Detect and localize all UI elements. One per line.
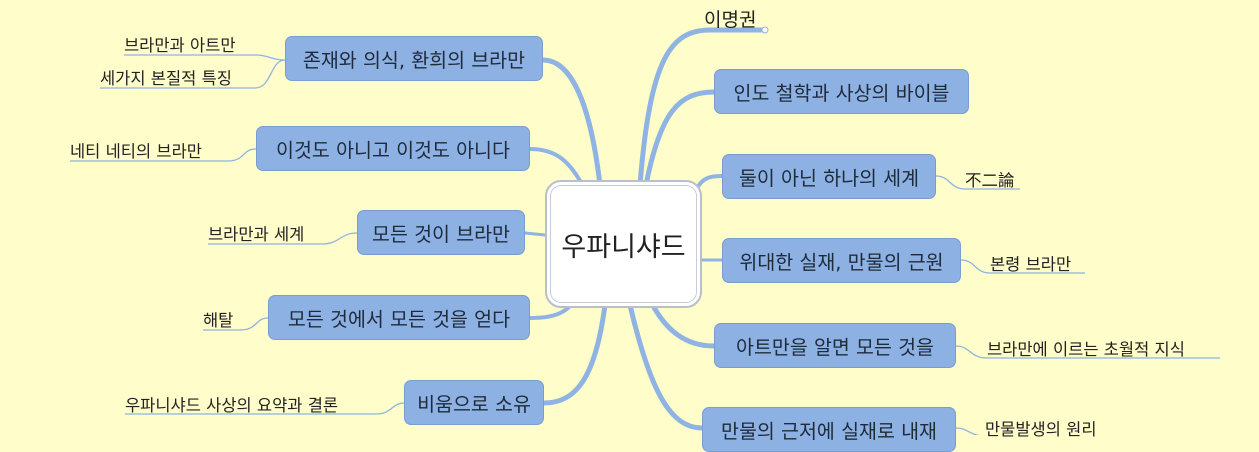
subtopic-transcendent-knowledge[interactable]: 브라만에 이르는 초월적 지식 xyxy=(987,340,1185,359)
link-center-l0 xyxy=(540,57,603,188)
subtopic-brahman-atman[interactable]: 브라만과 아트만 xyxy=(124,36,236,55)
central-topic[interactable]: 우파니샤드 xyxy=(545,180,702,308)
topic-all-is-brahman[interactable]: 모든 것이 브라만 xyxy=(357,210,525,255)
topic-knowing-atman[interactable]: 아트만을 알면 모든 것을 xyxy=(714,323,956,368)
subtopic-summary-conclusion[interactable]: 우파니샤드 사상의 요약과 결론 xyxy=(125,396,339,415)
topic-possess-by-emptying[interactable]: 비움으로 소유 xyxy=(404,380,544,425)
subtopic-neti-neti-brahman[interactable]: 네티 네티의 브라만 xyxy=(70,142,202,161)
central-topic-label: 우파니샤드 xyxy=(561,231,686,263)
link-center-r1 xyxy=(642,89,717,193)
topic-non-dual-world[interactable]: 둘이 아닌 하나의 세계 xyxy=(722,154,936,199)
topic-author[interactable]: 이명권 xyxy=(704,9,757,31)
link-center-r0 xyxy=(637,27,768,188)
link-center-r5 xyxy=(627,302,705,431)
link-center-l4 xyxy=(541,302,608,406)
link-center-l2 xyxy=(523,231,547,237)
topic-great-reality[interactable]: 위대한 실재, 만물의 근원 xyxy=(722,238,961,283)
subtopic-brahman-world[interactable]: 브라만과 세계 xyxy=(208,225,305,244)
topic-immanent-reality[interactable]: 만물의 근저에 실재로 내재 xyxy=(702,407,956,452)
topic-indian-philosophy-bible[interactable]: 인도 철학과 사상의 바이블 xyxy=(714,69,969,114)
link-center-r4 xyxy=(647,297,717,349)
topic-being-consciousness-bliss[interactable]: 존재와 의식, 환희의 브라만 xyxy=(285,36,543,81)
subtopic-origin-principle[interactable]: 만물발생의 원리 xyxy=(985,420,1097,439)
connector-lines xyxy=(70,26,1220,435)
topic-gain-all[interactable]: 모든 것에서 모든 것을 얻다 xyxy=(268,295,530,340)
expand-icon xyxy=(761,26,769,34)
topic-neti-neti[interactable]: 이것도 아니고 이것도 아니다 xyxy=(256,126,530,171)
subtopic-advaita[interactable]: 不二論 xyxy=(965,171,1015,190)
subtopic-liberation[interactable]: 해탈 xyxy=(203,311,234,330)
subtopic-three-characteristics[interactable]: 세가지 본질적 특징 xyxy=(100,69,232,88)
subtopic-brahman-essence[interactable]: 본령 브라만 xyxy=(990,255,1072,274)
